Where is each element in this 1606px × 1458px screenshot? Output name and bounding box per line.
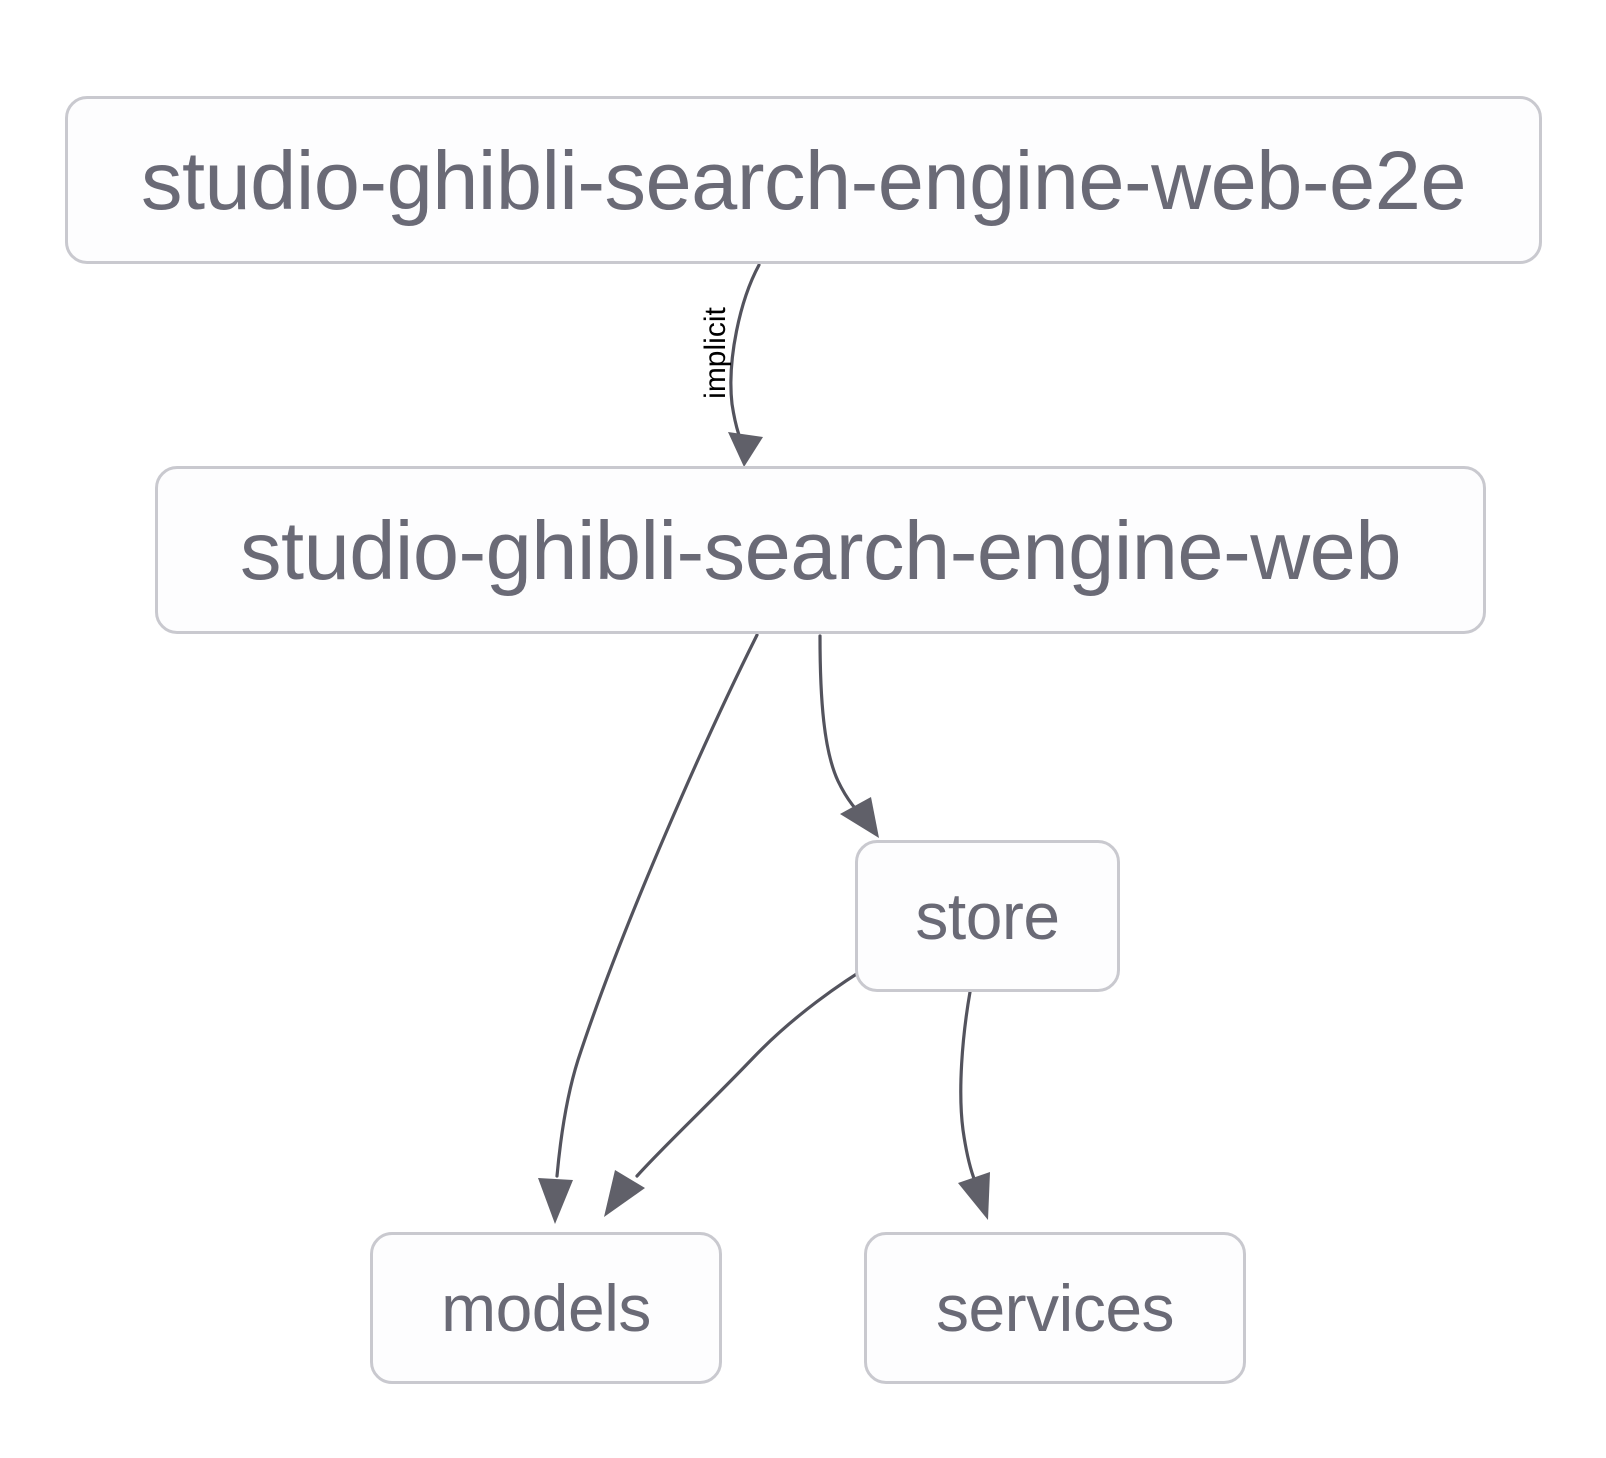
edge-store-to-services-arrowhead xyxy=(958,1172,990,1220)
edge-web-to-store-arrowhead xyxy=(840,797,879,838)
edge-store-to-services-path xyxy=(959,990,979,1188)
edge-web-to-models[interactable] xyxy=(538,633,759,1224)
edge-web-to-store[interactable] xyxy=(818,634,879,838)
edge-web-to-store-path xyxy=(818,634,872,825)
node-label: studio-ghibli-search-engine-web-e2e xyxy=(140,133,1467,227)
edge-root-to-web-arrowhead xyxy=(728,432,763,467)
node-label: store xyxy=(915,879,1060,953)
node-label: models xyxy=(441,1271,651,1345)
edge-web-to-models-path xyxy=(555,633,759,1178)
node-label: services xyxy=(935,1271,1175,1345)
edge-root-to-web[interactable]: implicit xyxy=(699,263,763,467)
edge-store-to-models-arrowhead xyxy=(604,1170,645,1217)
edge-label-implicit: implicit xyxy=(699,307,732,399)
edge-root-to-web-path xyxy=(729,263,761,454)
node-studio-ghibli-search-engine-web[interactable]: studio-ghibli-search-engine-web xyxy=(155,466,1486,634)
node-store[interactable]: store xyxy=(855,840,1120,992)
edge-store-to-models-path xyxy=(635,960,878,1178)
node-models[interactable]: models xyxy=(370,1232,722,1384)
edge-store-to-services[interactable] xyxy=(958,990,990,1220)
node-studio-ghibli-search-engine-web-e2e[interactable]: studio-ghibli-search-engine-web-e2e xyxy=(65,96,1542,264)
node-label: studio-ghibli-search-engine-web xyxy=(240,503,1401,597)
node-services[interactable]: services xyxy=(864,1232,1246,1384)
edge-web-to-models-arrowhead xyxy=(538,1178,573,1224)
edge-store-to-models[interactable] xyxy=(604,960,878,1217)
